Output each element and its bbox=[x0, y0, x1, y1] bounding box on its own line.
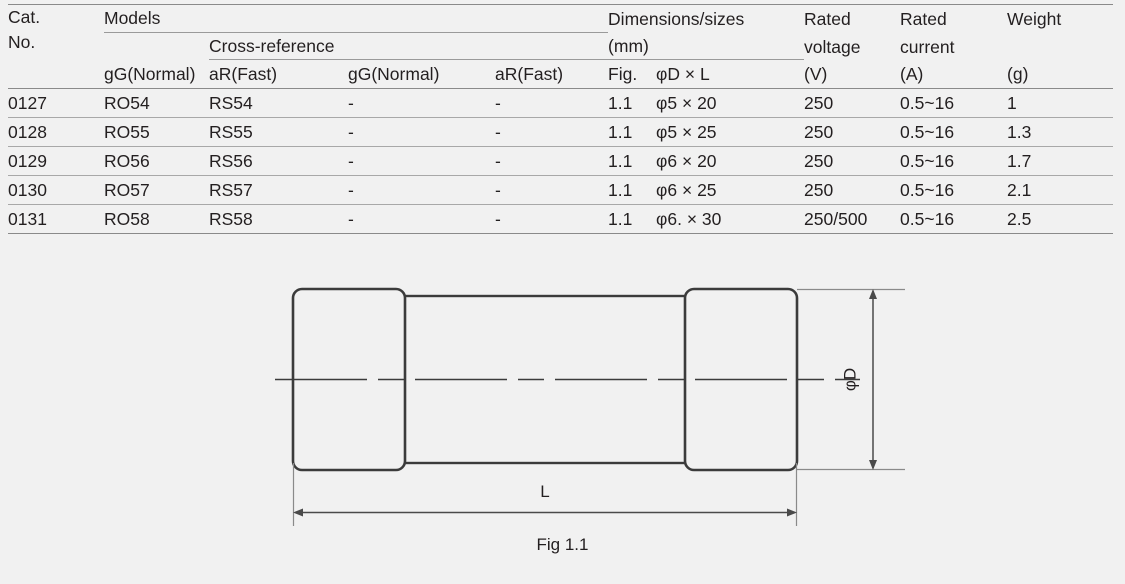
cell-weight: 2.1 bbox=[1007, 175, 1114, 205]
cell-models-gg: RO55 bbox=[104, 117, 209, 147]
cell-cat-no: 0131 bbox=[8, 204, 104, 234]
cell-cat-no: 0128 bbox=[8, 117, 104, 147]
cell-xref-ar: - bbox=[495, 204, 609, 234]
arrowhead-diameter-top bbox=[869, 289, 877, 299]
cell-weight: 2.5 bbox=[1007, 204, 1114, 234]
header-weight-unit: (g) bbox=[1007, 59, 1114, 89]
header-cat-line2: No. bbox=[8, 32, 36, 52]
header-rated-voltage-unit: (V) bbox=[804, 59, 901, 89]
header-models-ar: aR(Fast) bbox=[209, 59, 348, 89]
cell-xref-gg: - bbox=[348, 175, 495, 205]
header-rated-current-line2: current bbox=[900, 36, 955, 57]
cell-weight: 1.3 bbox=[1007, 117, 1114, 147]
cell-models-ar: RS55 bbox=[209, 117, 348, 147]
cell-rated-voltage: 250/500 bbox=[804, 204, 901, 234]
arrowhead-diameter-bottom bbox=[869, 460, 877, 470]
table-header-row-2: Cross-reference (mm) voltage current bbox=[8, 32, 1113, 60]
cell-xref-ar: - bbox=[495, 117, 609, 147]
header-weight-line2 bbox=[1007, 33, 1113, 60]
cell-cat-no: 0127 bbox=[8, 88, 104, 118]
figure-caption: Fig 1.1 bbox=[536, 535, 589, 554]
cell-models-gg: RO56 bbox=[104, 146, 209, 176]
header-cat-no: Cat. No. bbox=[8, 4, 104, 60]
cell-models-ar: RS57 bbox=[209, 175, 348, 205]
cell-rated-current: 0.5~16 bbox=[900, 146, 1008, 176]
table-row: 0127 RO54 RS54 - - 1.1 φ5 × 20 250 0.5~1… bbox=[8, 88, 1114, 118]
dimension-label-length: L bbox=[540, 482, 549, 501]
cell-xref-gg: - bbox=[348, 204, 495, 234]
arrowhead-length-left bbox=[293, 508, 303, 517]
header-xref-gg: gG(Normal) bbox=[348, 59, 495, 89]
specification-table-wrapper: Cat. No. Models Dimensions/sizes Rated R… bbox=[8, 4, 1114, 234]
table-row: 0130 RO57 RS57 - - 1.1 φ6 × 25 250 0.5~1… bbox=[8, 175, 1114, 205]
cell-fig: 1.1 bbox=[608, 88, 657, 118]
header-cat-spacer bbox=[8, 59, 104, 89]
table-row: 0131 RO58 RS58 - - 1.1 φ6. × 30 250/500 … bbox=[8, 204, 1114, 234]
cell-fig: 1.1 bbox=[608, 117, 657, 147]
cell-dia-len: φ5 × 25 bbox=[656, 117, 805, 147]
cell-xref-ar: - bbox=[495, 88, 609, 118]
cell-rated-current: 0.5~16 bbox=[900, 88, 1008, 118]
cell-rated-current: 0.5~16 bbox=[900, 117, 1008, 147]
header-fig: Fig. bbox=[608, 59, 657, 89]
cell-fig: 1.1 bbox=[608, 146, 657, 176]
cell-xref-ar: - bbox=[495, 146, 609, 176]
cell-rated-voltage: 250 bbox=[804, 117, 901, 147]
cell-models-gg: RO58 bbox=[104, 204, 209, 234]
cell-xref-gg: - bbox=[348, 88, 495, 118]
cell-xref-ar: - bbox=[495, 175, 609, 205]
header-rated-current-unit: (A) bbox=[900, 59, 1008, 89]
cell-fig: 1.1 bbox=[608, 204, 657, 234]
cell-models-ar: RS58 bbox=[209, 204, 348, 234]
cell-xref-gg: - bbox=[348, 117, 495, 147]
header-models-spacer bbox=[104, 33, 209, 60]
header-cat-line1: Cat. bbox=[8, 7, 41, 27]
fuse-drawing-svg: φD L bbox=[275, 287, 905, 526]
cell-rated-voltage: 250 bbox=[804, 175, 901, 205]
cell-models-gg: RO54 bbox=[104, 88, 209, 118]
table-row: 0129 RO56 RS56 - - 1.1 φ6 × 20 250 0.5~1… bbox=[8, 146, 1114, 176]
cell-cat-no: 0130 bbox=[8, 175, 104, 205]
cell-weight: 1 bbox=[1007, 88, 1114, 118]
table-header-row-1: Cat. No. Models Dimensions/sizes Rated R… bbox=[8, 4, 1114, 60]
table-header-row-3: gG(Normal) aR(Fast) gG(Normal) aR(Fast) … bbox=[8, 59, 1114, 89]
header-dimensions-line2: (mm) bbox=[608, 32, 805, 60]
specification-table: Cat. No. Models Dimensions/sizes Rated R… bbox=[8, 4, 1114, 234]
cell-cat-no: 0129 bbox=[8, 146, 104, 176]
cell-models-gg: RO57 bbox=[104, 175, 209, 205]
header-rated-current-line1: Rated bbox=[900, 4, 1008, 33]
header-dia-len: φD × L bbox=[656, 59, 805, 89]
arrowhead-length-right bbox=[787, 508, 797, 517]
cell-dia-len: φ5 × 20 bbox=[656, 88, 805, 118]
cell-weight: 1.7 bbox=[1007, 146, 1114, 176]
cell-models-ar: RS56 bbox=[209, 146, 348, 176]
cell-xref-gg: - bbox=[348, 146, 495, 176]
header-models-group: Models bbox=[104, 4, 609, 33]
header-models-gg: gG(Normal) bbox=[104, 59, 209, 89]
cell-dia-len: φ6 × 25 bbox=[656, 175, 805, 205]
header-weight-line1: Weight bbox=[1007, 4, 1114, 33]
header-xref-ar: aR(Fast) bbox=[495, 59, 609, 89]
table-row: 0128 RO55 RS55 - - 1.1 φ5 × 25 250 0.5~1… bbox=[8, 117, 1114, 147]
cell-fig: 1.1 bbox=[608, 175, 657, 205]
cell-rated-voltage: 250 bbox=[804, 88, 901, 118]
cell-dia-len: φ6 × 20 bbox=[656, 146, 805, 176]
header-dimensions-line1: Dimensions/sizes bbox=[608, 4, 805, 33]
fuse-drawing: φD L bbox=[0, 258, 1125, 579]
cell-rated-current: 0.5~16 bbox=[900, 204, 1008, 234]
header-cross-reference-group: Cross-reference bbox=[209, 32, 609, 60]
cell-rated-voltage: 250 bbox=[804, 146, 901, 176]
cell-models-ar: RS54 bbox=[209, 88, 348, 118]
cell-dia-len: φ6. × 30 bbox=[656, 204, 805, 234]
dimension-label-diameter: φD bbox=[840, 368, 859, 391]
header-rated-voltage-line2: voltage bbox=[804, 36, 861, 57]
header-rated-voltage-line1: Rated bbox=[804, 4, 901, 33]
cell-rated-current: 0.5~16 bbox=[900, 175, 1008, 205]
